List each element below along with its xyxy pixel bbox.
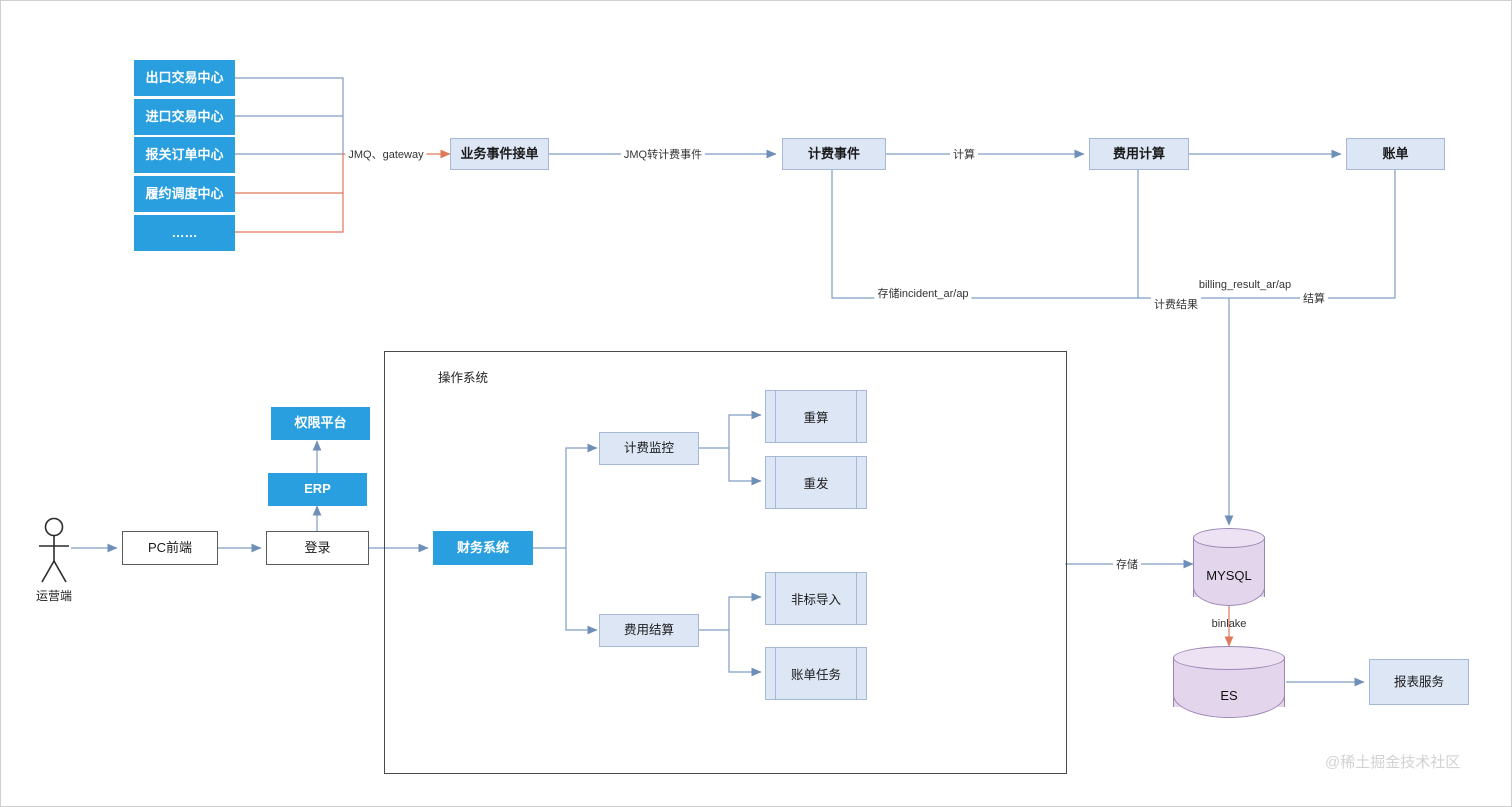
source-node-fulfillment-dispatch-center[interactable]: 履约调度中心 xyxy=(134,176,235,212)
node-auth-platform[interactable]: 权限平台 xyxy=(271,407,370,440)
node-fee-settlement[interactable]: 费用结算 xyxy=(599,614,699,647)
node-report-service[interactable]: 报表服务 xyxy=(1369,659,1469,705)
node-label: 费用结算 xyxy=(623,623,674,638)
process-bar-right xyxy=(856,648,857,699)
datastore-mysql[interactable]: MYSQL xyxy=(1193,528,1265,606)
process-bar-right xyxy=(856,457,857,508)
datastore-label: ES xyxy=(1220,688,1238,703)
node-label: 出口交易中心 xyxy=(145,69,224,85)
node-label: 非标导入 xyxy=(790,593,841,607)
process-bar-left xyxy=(775,391,776,442)
node-pc-frontend[interactable]: PC前端 xyxy=(122,531,218,565)
process-bar-left xyxy=(775,573,776,624)
container-operating-system xyxy=(384,351,1067,774)
node-label: 计费事件 xyxy=(807,145,860,161)
node-erp[interactable]: ERP xyxy=(268,473,367,506)
node-resend[interactable]: 重发 xyxy=(765,456,867,509)
edge-label-store: 存储 xyxy=(1113,556,1141,572)
node-label: 进口交易中心 xyxy=(145,108,224,124)
node-bill[interactable]: 账单 xyxy=(1346,138,1445,170)
datastore-es[interactable]: ES xyxy=(1173,646,1285,718)
node-fee-calculation[interactable]: 费用计算 xyxy=(1089,138,1189,170)
node-label: 财务系统 xyxy=(456,539,509,555)
node-billing-event[interactable]: 计费事件 xyxy=(782,138,886,170)
node-label: 权限平台 xyxy=(294,415,347,431)
source-node-more[interactable]: …… xyxy=(134,215,235,251)
cylinder-top xyxy=(1193,528,1265,548)
actor-figure xyxy=(39,517,69,583)
node-bill-task[interactable]: 账单任务 xyxy=(765,647,867,700)
node-label: 报表服务 xyxy=(1393,674,1444,689)
node-recalculate[interactable]: 重算 xyxy=(765,390,867,443)
node-label: …… xyxy=(171,224,198,240)
node-label: 业务事件接单 xyxy=(460,145,539,161)
node-label: 履约调度中心 xyxy=(145,185,224,201)
node-label: ERP xyxy=(304,481,331,497)
node-label: 费用计算 xyxy=(1112,145,1165,161)
actor-operator-label: 运营端 xyxy=(35,589,73,603)
process-bar-right xyxy=(856,391,857,442)
node-label: 计费监控 xyxy=(623,441,674,456)
node-label: 账单 xyxy=(1382,145,1409,161)
node-finance-system[interactable]: 财务系统 xyxy=(433,531,533,565)
container-operating-system-label: 操作系统 xyxy=(438,371,489,385)
node-login[interactable]: 登录 xyxy=(266,531,369,565)
datastore-label: MYSQL xyxy=(1206,568,1252,583)
node-label: 重算 xyxy=(803,411,829,425)
edge-label-settle: 结算 xyxy=(1300,290,1328,306)
edge-label-jmq-gateway: JMQ、gateway xyxy=(345,146,427,162)
cylinder-top xyxy=(1173,646,1285,670)
node-label: 账单任务 xyxy=(790,668,841,682)
source-node-export-trade-center[interactable]: 出口交易中心 xyxy=(134,60,235,96)
edge-label-billing-result-table: billing_result_ar/ap xyxy=(1198,279,1292,291)
edge-label-store-incident: 存储incident_ar/ap xyxy=(874,285,972,301)
node-label: 重发 xyxy=(803,477,829,491)
node-label: 登录 xyxy=(304,539,331,555)
process-bar-left xyxy=(775,648,776,699)
cylinder-bottom xyxy=(1193,587,1265,606)
edge-label-jmq-to-billing: JMQ转计费事件 xyxy=(620,146,706,162)
process-bar-left xyxy=(775,457,776,508)
source-node-customs-order-center[interactable]: 报关订单中心 xyxy=(134,137,235,173)
edge-label-binlake: binlake xyxy=(1211,618,1247,630)
node-label: 报关订单中心 xyxy=(145,146,224,162)
edge-label-billing-result: 计费结果 xyxy=(1151,296,1201,312)
node-biz-event-intake[interactable]: 业务事件接单 xyxy=(450,138,549,170)
node-label: PC前端 xyxy=(147,539,193,555)
source-node-import-trade-center[interactable]: 进口交易中心 xyxy=(134,99,235,135)
process-bar-right xyxy=(856,573,857,624)
watermark: @稀土掘金技术社区 xyxy=(1325,754,1461,771)
node-nonstandard-import[interactable]: 非标导入 xyxy=(765,572,867,625)
node-billing-monitor[interactable]: 计费监控 xyxy=(599,432,699,465)
edge-label-calculate: 计算 xyxy=(950,146,978,162)
